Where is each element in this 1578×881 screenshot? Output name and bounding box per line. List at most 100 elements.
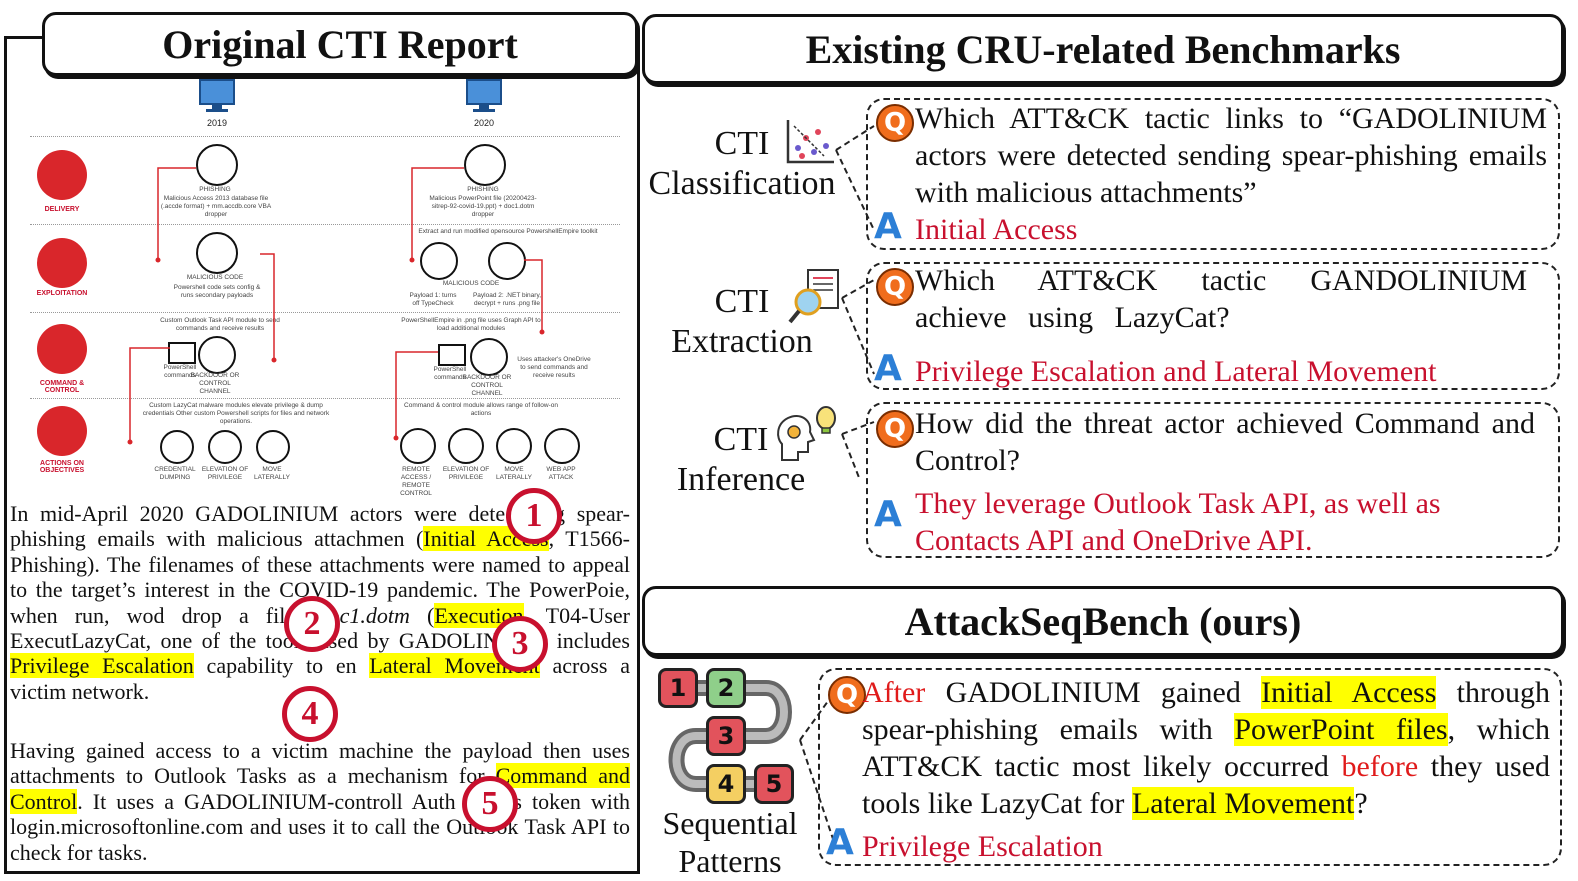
head-lightbulb-icon xyxy=(777,406,836,461)
backdoor-label: BACKDOOR OR CONTROL CHANNEL xyxy=(190,372,240,395)
backdoor-label: BACKDOOR OR CONTROL CHANNEL xyxy=(462,374,512,397)
divider xyxy=(30,312,620,313)
malcode-desc: Powershell code sets config & runs secon… xyxy=(173,284,261,299)
report-text: d drop a file, xyxy=(153,602,318,628)
marker-2: 2 xyxy=(284,596,340,652)
attackseqbench-banner: AttackSeqBench (ours) xyxy=(642,586,1564,656)
highlight-lateral-movement: Lateral Movement xyxy=(1131,787,1355,820)
c2-note: Custom Outlook Task API module to send c… xyxy=(160,317,280,332)
inference-question: How did the threat actor achieved Comman… xyxy=(915,407,1535,477)
question-icon: Q xyxy=(876,104,914,142)
lazycat-note: Custom LazyCat malware modules elevate p… xyxy=(142,402,330,425)
escalator-icon xyxy=(208,430,242,464)
skull-icon xyxy=(196,232,238,274)
answer-icon: A xyxy=(874,494,902,535)
phase-exploitation: EXPLOITATION xyxy=(36,290,88,297)
command-control-icon xyxy=(37,324,87,374)
answer-icon: A xyxy=(874,348,902,389)
attackseq-answer: Privilege Escalation xyxy=(862,830,1103,863)
classification-question: Which ATT&CK tactic links to “GADOLINIUM… xyxy=(915,102,1547,209)
skull-icon xyxy=(488,242,526,280)
inference-answer: They leverage Outlook Task API, as well … xyxy=(915,487,1441,557)
seq-step-4: 4 xyxy=(706,764,746,804)
act-label: MOVE LATERALLY xyxy=(254,466,290,481)
act-label: CREDENTIAL DUMPING xyxy=(154,466,196,481)
classification-answer: Initial Access xyxy=(915,213,1078,246)
powershell-icon xyxy=(438,344,466,366)
actions-icon xyxy=(37,406,87,456)
question-text: ? xyxy=(1354,787,1368,820)
report-text: across a victim network. xyxy=(10,653,630,704)
network-icon xyxy=(496,428,532,464)
exploitation-icon xyxy=(37,238,87,288)
ps-label: PowerShell commands xyxy=(163,364,197,379)
backdoor-icon xyxy=(470,338,508,376)
classification-qa-box xyxy=(866,98,1560,250)
seq-step-1: 1 xyxy=(658,668,698,708)
skull-icon xyxy=(420,242,458,280)
seq-step-5: 5 xyxy=(754,764,794,804)
attackseq-qa-box xyxy=(818,668,1562,866)
keyword-after: After xyxy=(862,676,926,709)
phishing-envelope-icon xyxy=(464,144,506,186)
phase-actions: ACTIONS ON OBJECTIVES xyxy=(39,460,85,474)
year-2020: 2020 xyxy=(473,118,495,128)
divider xyxy=(30,136,620,137)
report-text: e, when run, wo xyxy=(10,577,630,628)
report-text: , T1566-Phishing). The filenames of thes… xyxy=(10,526,631,603)
attackseq-question: After GADOLINIUM gained Initial Access t… xyxy=(862,674,1550,822)
marker-5: 5 xyxy=(462,776,518,832)
divider xyxy=(30,224,620,225)
phishing-desc: Malicious Access 2013 database file (.ac… xyxy=(160,195,272,218)
act-label: MOVE LATERALLY xyxy=(496,466,532,481)
phishing-envelope-icon xyxy=(196,144,238,186)
infographic: 2019 2020 DELIVERY EXPLOITATION COMMAND … xyxy=(20,72,620,497)
divider xyxy=(30,398,620,399)
highlight-privilege-escalation: Privilege Escalation xyxy=(10,653,194,679)
seq-step-3: 3 xyxy=(706,716,746,756)
onedrive-note: Uses attacker's OneDrive to send command… xyxy=(517,356,591,379)
phase-c2: COMMAND & CONTROL xyxy=(39,380,85,394)
phishing-desc: Malicious PowerPoint file (20200423-sitr… xyxy=(429,195,537,218)
escalator-icon xyxy=(448,428,484,464)
existing-benchmarks-title: Existing CRU-related Benchmarks xyxy=(805,26,1401,72)
report-text: Having gained access to a victim machine… xyxy=(10,738,630,789)
network-icon xyxy=(256,430,290,464)
marker-3: 3 xyxy=(492,616,548,672)
extraction-answer: Privilege Escalation and Lateral Movemen… xyxy=(915,355,1437,388)
answer-icon: A xyxy=(826,822,854,863)
c2-range: Command & control module allows range of… xyxy=(404,402,558,417)
phase-delivery: DELIVERY xyxy=(44,206,80,213)
phishing-label: PHISHING xyxy=(467,186,499,193)
keyword-before: before xyxy=(1341,750,1419,783)
cti-extraction-label: CTI Extraction xyxy=(671,283,813,360)
marker-1: 1 xyxy=(506,488,562,544)
existing-benchmarks-banner: Existing CRU-related Benchmarks xyxy=(642,14,1564,84)
phishing-label: PHISHING xyxy=(199,186,231,193)
extraction-qa-box xyxy=(866,262,1560,390)
cti-classification-label: CTI Classification xyxy=(648,125,836,202)
report-text: ( xyxy=(404,526,424,552)
ps-label: PowerShell commands xyxy=(433,366,467,381)
act-label: ELEVATION OF PRIVILEGE xyxy=(442,466,490,481)
credential-icon xyxy=(160,430,194,464)
report-text: capability to en xyxy=(193,653,357,679)
question-icon: Q xyxy=(876,268,914,306)
act-label: WEB APP ATTACK xyxy=(546,466,576,481)
question-text: , which ATT&CK tactic most likely occurr… xyxy=(862,713,1550,783)
question-icon: Q xyxy=(828,676,866,714)
payload1: Payload 1: turns off TypeCheck xyxy=(409,292,457,307)
backdoor-icon xyxy=(198,336,236,374)
highlight-powerpoint: PowerPoint files xyxy=(1234,713,1448,746)
report-text: Auth access token with login.microsofton… xyxy=(10,788,631,865)
act-label: REMOTE ACCESS / REMOTE CONTROL xyxy=(400,466,432,497)
flow-connectors xyxy=(127,167,545,445)
sequential-patterns-label: Sequential Patterns xyxy=(662,805,798,879)
cti-inference-label: CTI Inference xyxy=(676,421,806,498)
extraction-question: Which ATT&CK tactic GANDOLINIUM achieve … xyxy=(915,264,1527,334)
extract-note: Extract and run modified opensource Powe… xyxy=(418,228,598,235)
remote-access-icon xyxy=(400,428,436,464)
chart-icon xyxy=(786,120,834,164)
report-title-banner: Original CTI Report xyxy=(42,12,638,76)
c2-note: PowerShellEmpire in .png file uses Graph… xyxy=(401,317,541,332)
